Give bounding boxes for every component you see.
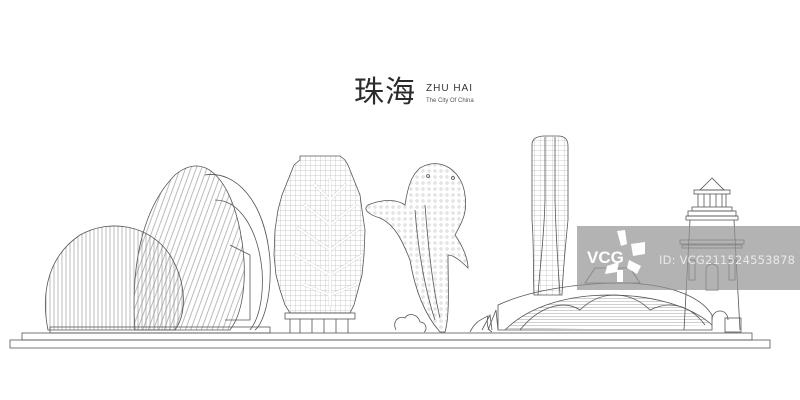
title-block: 珠海 ZHU HAI The City Of China <box>354 76 474 110</box>
domed-stadium <box>481 267 742 333</box>
grand-theatre <box>45 165 271 334</box>
supertall-tower <box>531 135 569 296</box>
watermark-banner: VCG ID: VCG211524553878 <box>577 226 800 290</box>
whale-sculpture <box>365 163 493 333</box>
tree-tower <box>273 155 366 333</box>
vcg-logo-icon <box>605 230 645 282</box>
city-title-english: ZHU HAI <box>426 82 473 94</box>
watermark-logo-text: VCG <box>587 248 624 267</box>
city-title-chinese: 珠海 <box>354 75 416 110</box>
city-subtitle: The City Of China <box>426 97 474 104</box>
watermark-id: ID: VCG211524553878 <box>659 253 796 267</box>
title-english-block: ZHU HAI The City Of China <box>426 83 474 104</box>
ground-base <box>9 332 771 349</box>
